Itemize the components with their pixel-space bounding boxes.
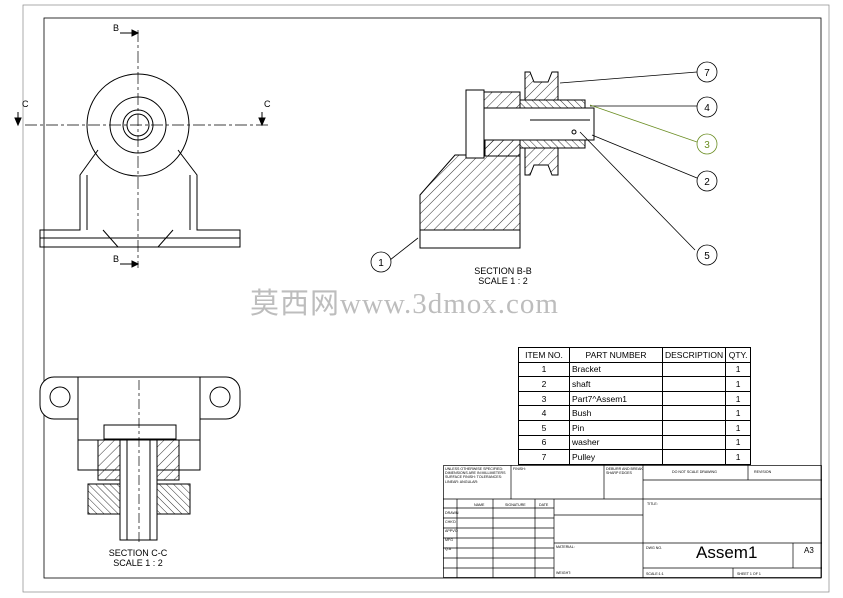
svg-text:2: 2 bbox=[704, 177, 710, 188]
svg-text:3: 3 bbox=[704, 140, 710, 151]
bom-item: 7 bbox=[518, 449, 570, 465]
tb-revision: REVISION bbox=[754, 470, 772, 474]
bom-header-row: ITEM NO. PART NUMBER DESCRIPTION QTY. bbox=[518, 347, 752, 363]
section-mark-c-right: C bbox=[264, 99, 271, 109]
bom-item: 2 bbox=[518, 376, 570, 392]
bom-part: Pulley bbox=[569, 449, 663, 465]
tb-notes: UNLESS OTHERWISE SPECIFIED: DIMENSIONS A… bbox=[445, 467, 506, 484]
bom-qty: 1 bbox=[725, 419, 752, 436]
bom-header-description: DESCRIPTION bbox=[661, 347, 727, 363]
tb-row-drawn: DRAWN bbox=[445, 511, 459, 515]
svg-text:1: 1 bbox=[378, 258, 384, 269]
svg-text:5: 5 bbox=[704, 251, 710, 262]
balloon-5: 5 bbox=[696, 244, 718, 266]
tb-col-date: DATE bbox=[539, 503, 549, 507]
sheet-inner-border bbox=[43, 17, 822, 579]
balloon-2: 2 bbox=[696, 170, 718, 192]
svg-text:4: 4 bbox=[704, 103, 710, 114]
bom-item: 5 bbox=[518, 419, 570, 436]
bom-part: Bracket bbox=[569, 361, 663, 378]
tb-material: MATERIAL: bbox=[556, 545, 575, 549]
bom-part: washer bbox=[569, 434, 663, 451]
bom-item: 6 bbox=[518, 434, 570, 451]
tb-row-appvd: APPV'D bbox=[445, 529, 458, 533]
tb-title-label: TITLE: bbox=[647, 502, 658, 506]
bom-qty: 1 bbox=[725, 361, 752, 378]
bom-desc bbox=[661, 405, 727, 421]
tb-sheet: SHEET 1 OF 1 bbox=[737, 572, 761, 576]
drawing-name: Assem1 bbox=[696, 543, 758, 562]
section-mark-c-left: C bbox=[22, 99, 29, 109]
balloon-4: 4 bbox=[696, 96, 718, 118]
section-cc-title: SECTION C-C SCALE 1 : 2 bbox=[108, 548, 168, 568]
tb-scale: SCALE:1:1 bbox=[646, 572, 664, 576]
tb-deburr: DEBURR AND BREAK SHARP EDGES bbox=[606, 467, 643, 476]
bom-item: 4 bbox=[518, 405, 570, 421]
bom-desc bbox=[661, 449, 727, 465]
tb-weight: WEIGHT: bbox=[556, 571, 571, 575]
section-cc-view bbox=[39, 376, 241, 545]
tb-col-name: NAME bbox=[474, 503, 485, 507]
tb-finish: FINISH: bbox=[513, 467, 526, 471]
tb-row-qa: Q.A bbox=[445, 547, 452, 551]
bom-item: 3 bbox=[518, 390, 570, 407]
tb-col-signature: SIGNATURE bbox=[505, 503, 526, 507]
section-mark-b-bottom: B bbox=[113, 254, 119, 264]
sheet-outer-border bbox=[22, 4, 830, 593]
balloon-7: 7 bbox=[696, 61, 718, 83]
bom-part: Part7^Assem1 bbox=[569, 390, 663, 407]
bom-part: Bush bbox=[569, 405, 663, 421]
bom-qty: 1 bbox=[725, 390, 752, 407]
front-view bbox=[14, 29, 270, 268]
bom-desc bbox=[661, 434, 727, 451]
svg-text:7: 7 bbox=[704, 68, 710, 79]
bom-qty: 1 bbox=[725, 405, 752, 421]
bom-qty: 1 bbox=[725, 434, 752, 451]
tb-row-mfg: MFG bbox=[445, 538, 453, 542]
bom-part: shaft bbox=[569, 376, 663, 392]
bom-header-item-no: ITEM NO. bbox=[518, 347, 570, 363]
section-mark-b-top: B bbox=[113, 23, 119, 33]
watermark-text: 莫西网www.3dmox.com bbox=[250, 288, 559, 320]
bom-header-qty: QTY. bbox=[725, 347, 752, 363]
tb-dwg-no: DWG NO. bbox=[646, 546, 663, 550]
bom-desc bbox=[661, 376, 727, 392]
bom-desc bbox=[661, 390, 727, 407]
bom-qty: 1 bbox=[725, 449, 752, 465]
section-bb-title: SECTION B-B SCALE 1 : 2 bbox=[474, 266, 532, 286]
sheet-size: A3 bbox=[804, 546, 814, 555]
bom-desc bbox=[661, 361, 727, 378]
leader-lines bbox=[389, 71, 698, 261]
balloon-3: 3 bbox=[696, 133, 718, 155]
section-bb-view bbox=[419, 71, 595, 249]
title-block bbox=[443, 465, 822, 578]
bom-qty: 1 bbox=[725, 376, 752, 392]
bom-part: Pin bbox=[569, 419, 663, 436]
tb-row-chkd: CHK'D bbox=[445, 520, 456, 524]
bom-header-part-number: PART NUMBER bbox=[569, 347, 663, 363]
bom-desc bbox=[661, 419, 727, 436]
tb-do-not-scale: DO NOT SCALE DRAWING bbox=[672, 470, 717, 474]
balloon-1: 1 bbox=[370, 251, 392, 273]
bom-item: 1 bbox=[518, 361, 570, 378]
